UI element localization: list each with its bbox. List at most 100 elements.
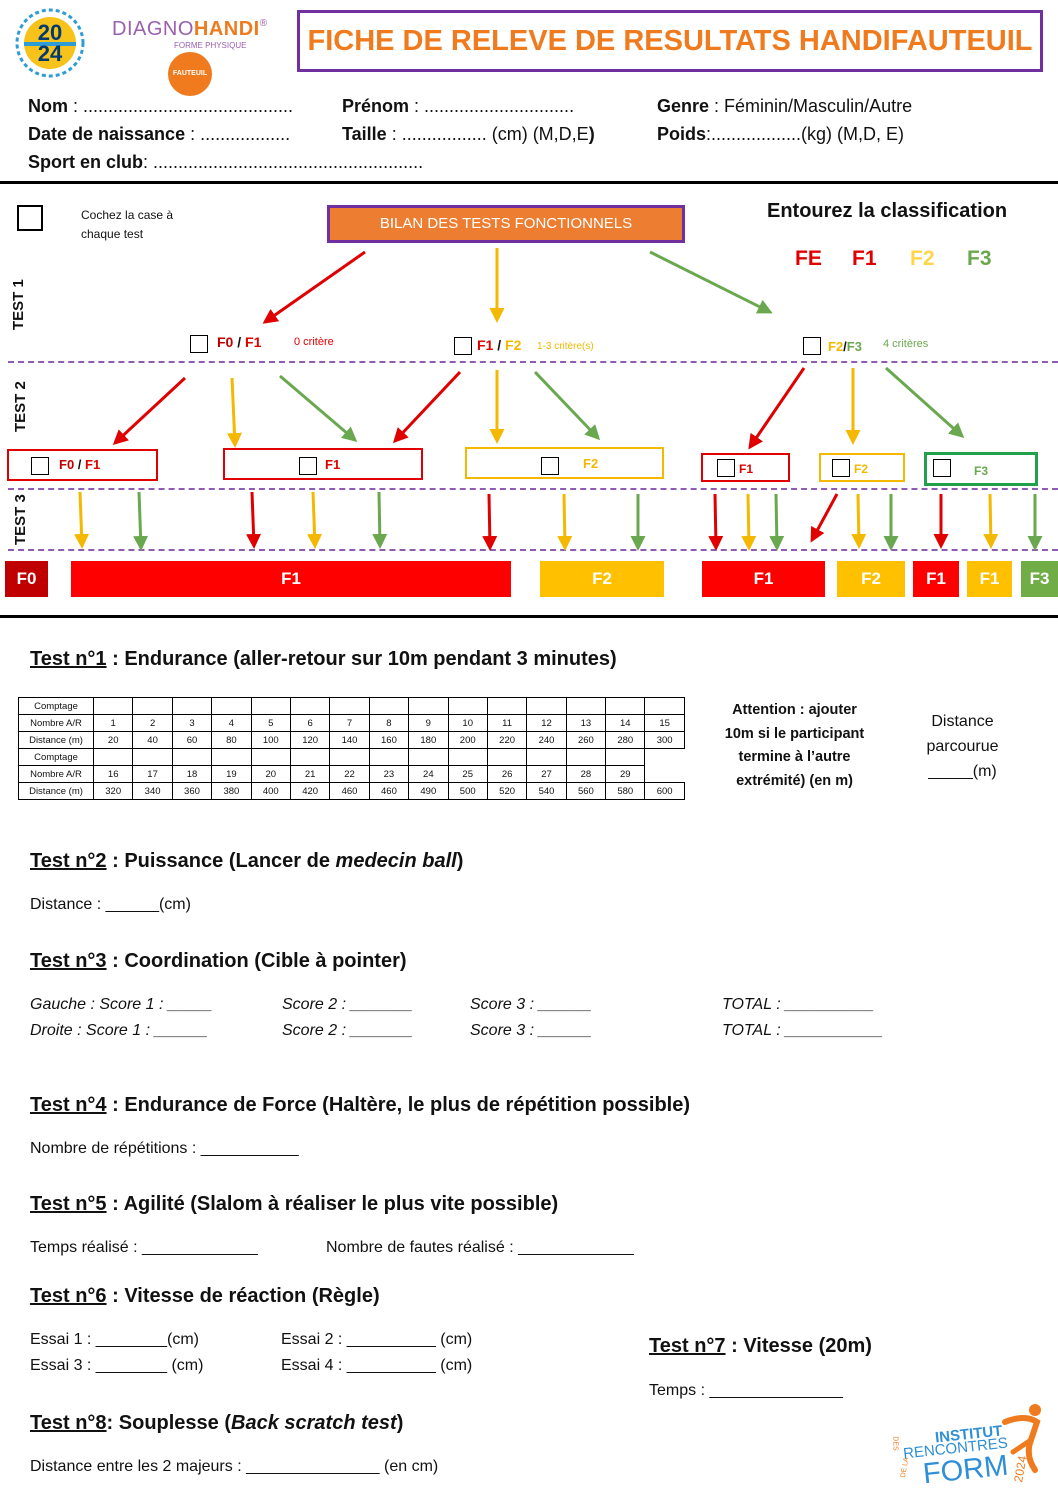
classif-fe[interactable]: FE: [795, 247, 822, 270]
t2-checkbox-1[interactable]: [31, 457, 49, 475]
comptage-cell[interactable]: [250, 697, 291, 715]
test3-droite-total[interactable]: TOTAL : ___________: [722, 1022, 884, 1039]
field-poids[interactable]: Poids:..................(kg) (M,D, E): [657, 124, 905, 144]
hint-checkbox[interactable]: [17, 205, 43, 231]
test8-distance-field[interactable]: Distance entre les 2 majeurs : _________…: [30, 1458, 439, 1475]
t2-checkbox-5[interactable]: [832, 459, 850, 477]
comptage-cell[interactable]: [171, 697, 213, 715]
test6-essai3[interactable]: Essai 3 : ________ (cm): [30, 1357, 204, 1374]
classif-f1[interactable]: F1: [852, 247, 877, 270]
test3-droite-score1[interactable]: Droite : Score 1 : ______: [30, 1022, 208, 1039]
comptage-cell[interactable]: [526, 697, 567, 715]
comptage-cell[interactable]: [171, 748, 213, 766]
checkbox-opt-b[interactable]: [454, 337, 472, 355]
test2-distance-field[interactable]: Distance : ______(cm): [30, 896, 191, 913]
nombre-cell: 23: [368, 765, 410, 783]
comptage-cell[interactable]: [132, 697, 173, 715]
test7-temps-field[interactable]: Temps : _______________: [649, 1382, 843, 1399]
comptage-cell[interactable]: [408, 748, 449, 766]
comptage-cell[interactable]: [329, 697, 370, 715]
t2-checkbox-3[interactable]: [541, 457, 559, 475]
test3-heading: Test n°3 : Coordination (Cible à pointer…: [30, 950, 407, 972]
comptage-cell[interactable]: [329, 748, 370, 766]
t2-box-f0-f1: F0 / F1: [7, 449, 158, 481]
test4-repetitions-field[interactable]: Nombre de répétitions : ___________: [30, 1140, 299, 1157]
comptage-cell[interactable]: [486, 697, 528, 715]
comptage-cell[interactable]: [368, 697, 410, 715]
checkbox-opt-a[interactable]: [190, 335, 208, 353]
empty-cell: [645, 766, 684, 783]
test8-heading: Test n°8: Souplesse (Back scratch test): [30, 1412, 404, 1434]
comptage-cell[interactable]: [211, 748, 252, 766]
test6-essai1[interactable]: Essai 1 : ________(cm): [30, 1331, 199, 1348]
test3-gauche-score1[interactable]: Gauche : Score 1 : _____: [30, 996, 213, 1013]
comptage-cell[interactable]: [605, 748, 646, 766]
test5-fautes-field[interactable]: Nombre de fautes réalisé : _____________: [326, 1239, 634, 1256]
dash-line-3: [8, 549, 1058, 551]
comptage-cell[interactable]: [486, 748, 528, 766]
comptage-cell[interactable]: [289, 748, 331, 766]
row-nombre-label-2: Nombre A/R: [18, 765, 94, 783]
nombre-cell: 17: [132, 765, 173, 783]
comptage-cell[interactable]: [92, 697, 134, 715]
distance-cell: 540: [526, 782, 567, 800]
comptage-cell[interactable]: [645, 749, 684, 766]
distance-cell: 380: [211, 782, 252, 800]
classif-f2[interactable]: F2: [910, 247, 935, 270]
test6-essai2[interactable]: Essai 2 : __________ (cm): [281, 1331, 473, 1348]
field-nom[interactable]: Nom : ..................................…: [28, 96, 294, 116]
field-genre[interactable]: Genre : Féminin/Masculin/Autre: [657, 96, 913, 116]
test3-droite-score3[interactable]: Score 3 : ______: [470, 1022, 592, 1039]
field-prenom[interactable]: Prénom : ..............................: [342, 96, 575, 116]
comptage-cell[interactable]: [644, 697, 685, 715]
comptage-cell[interactable]: [447, 697, 488, 715]
nombre-cell: 2: [132, 714, 173, 732]
t2-checkbox-2[interactable]: [299, 457, 317, 475]
test5-temps-field[interactable]: Temps réalisé : _____________: [30, 1239, 258, 1256]
comptage-cell[interactable]: [565, 697, 607, 715]
distance-cell: 180: [408, 731, 449, 749]
row-distance-label-2: Distance (m): [18, 782, 94, 800]
comptage-cell[interactable]: [211, 697, 252, 715]
comptage-cell[interactable]: [526, 748, 567, 766]
row-comptage-label-2: Comptage: [18, 748, 94, 766]
impact-2024-logo: 20 24: [15, 8, 85, 78]
t2-box-f1-b: F1: [701, 453, 790, 482]
opt-c-criteria: 4 critères: [883, 338, 929, 350]
comptage-cell[interactable]: [92, 748, 134, 766]
logo-des: DES: [891, 1436, 899, 1451]
test3-droite-score2[interactable]: Score 2 : _______: [282, 1022, 413, 1039]
t2-box-f2-b: F2: [819, 453, 905, 482]
comptage-cell[interactable]: [447, 748, 488, 766]
comptage-cell[interactable]: [250, 748, 291, 766]
comptage-cell[interactable]: [132, 748, 173, 766]
nombre-cell: 12: [526, 714, 567, 732]
distance-cell: 80: [211, 731, 252, 749]
test3-gauche-score3[interactable]: Score 3 : ______: [470, 996, 592, 1013]
comptage-cell[interactable]: [289, 697, 331, 715]
nombre-cell: 6: [289, 714, 331, 732]
test1-heading: Test n°1 : Endurance (aller-retour sur 1…: [30, 648, 617, 670]
dash-line-1: [8, 361, 1058, 363]
distance-cell: 360: [171, 782, 213, 800]
opt-b-criteria: 1-3 critère(s): [537, 341, 594, 352]
field-taille[interactable]: Taille : ................. (cm) (M,D,E): [342, 124, 595, 144]
checkbox-opt-c[interactable]: [803, 337, 821, 355]
opt-c-label: F2/F3: [828, 339, 862, 354]
field-sport[interactable]: Sport en club: .........................…: [28, 152, 424, 172]
t2-checkbox-6[interactable]: [933, 459, 951, 477]
classif-f3[interactable]: F3: [967, 247, 992, 270]
test6-essai4[interactable]: Essai 4 : __________ (cm): [281, 1357, 473, 1374]
distance-cell: 120: [289, 731, 331, 749]
comptage-cell[interactable]: [605, 697, 646, 715]
t2-box-f3: F3: [924, 452, 1038, 486]
test3-gauche-score2[interactable]: Score 2 : _______: [282, 996, 413, 1013]
t2-checkbox-4[interactable]: [717, 459, 735, 477]
comptage-cell[interactable]: [565, 748, 607, 766]
comptage-cell[interactable]: [368, 748, 410, 766]
divider-bottom: [0, 615, 1058, 618]
field-naissance[interactable]: Date de naissance : ..................: [28, 124, 291, 144]
test3-gauche-total[interactable]: TOTAL : __________: [722, 996, 875, 1013]
comptage-cell[interactable]: [408, 697, 449, 715]
